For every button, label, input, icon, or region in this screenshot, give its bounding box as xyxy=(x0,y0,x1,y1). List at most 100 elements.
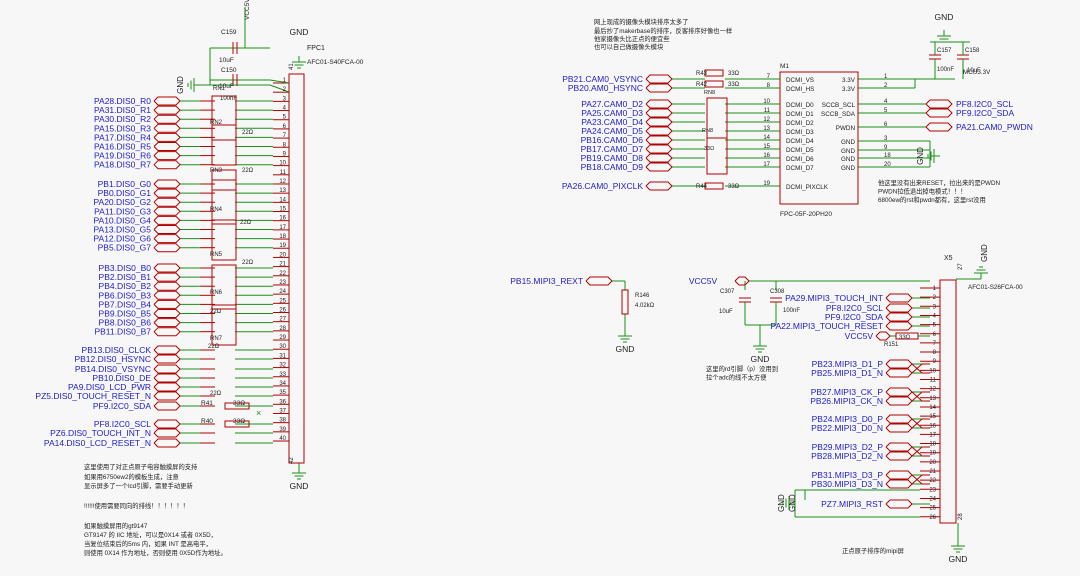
left-note-0: 这里使用了对正点原子电容触摸屏的支持 xyxy=(84,462,198,471)
fpc1-net-16: PB3.DIS0_B0 xyxy=(99,263,152,273)
fpc1-net-26: PB14.DIS0_VSYNC xyxy=(75,364,151,374)
camera-net-7-port xyxy=(645,144,673,154)
camera-net-3-port xyxy=(645,108,673,118)
x5-side-gnd-text2: GND xyxy=(788,494,797,512)
x5-pin-num: 24 xyxy=(929,496,936,502)
rn4-ref: RN4 xyxy=(210,207,223,213)
rn4-value: 22Ω xyxy=(240,220,252,226)
fpc1-net-31: PF8.I2C0_SCL xyxy=(94,419,151,429)
fpc1-pin-num: 14 xyxy=(279,197,286,203)
mipi-net-12: PB28.MIPI3_D2_N xyxy=(811,451,883,461)
c308-ref: C308 xyxy=(770,289,785,295)
rn8-ref: RN8 xyxy=(704,90,715,96)
camera-net-8-port xyxy=(645,153,673,163)
x5-pin-num: 23 xyxy=(929,487,936,493)
x5-pin-num: 2 xyxy=(933,295,937,301)
rn1-value: 100nF xyxy=(220,96,237,102)
rn3-value: 22Ω xyxy=(242,168,254,174)
left-note-1: 如果用6750ew2的模板生成，注意 xyxy=(84,472,179,481)
fpc1-net-0: PA28.DIS0_R0 xyxy=(94,96,151,106)
fpc1-net-13-port xyxy=(153,225,181,234)
fpc1-pin-num: 30 xyxy=(279,344,286,350)
fpc1-net-21: PB9.DIS0_B5 xyxy=(99,309,152,319)
camera-pwdn-port xyxy=(925,122,953,132)
camera-net-9-port xyxy=(645,162,673,172)
x5-top-gnd-text: GND xyxy=(980,244,989,262)
mipi-net-2-port xyxy=(885,312,913,322)
camera-pin-name: DCMI_D5 xyxy=(786,147,814,154)
mipi-vcc-port xyxy=(734,276,750,286)
fpc1-net-4: PA17.DIS0_R4 xyxy=(94,132,151,142)
fpc1-net-4-port xyxy=(153,132,181,142)
camera-scl: PF8.I2C0_SCL xyxy=(956,99,1013,109)
fpc1-net-6-port xyxy=(153,151,181,161)
fpc1-net-24-port xyxy=(153,345,181,355)
camera-pin-name: DCMI_PIXCLK xyxy=(786,184,829,191)
camera-right-pin-name: 3.3V xyxy=(842,77,856,84)
fpc1-net-12-port xyxy=(153,215,181,225)
r146-value: 4.02kΩ xyxy=(635,303,655,309)
fpc1-net-14: PA12.DIS0_G6 xyxy=(94,234,152,244)
fpc1-pin-num: 36 xyxy=(279,399,286,405)
x5-pin-num: 3 xyxy=(933,304,937,310)
fpc1-pin-top: 41 xyxy=(289,63,295,70)
r41-value: 33Ω xyxy=(233,400,245,407)
fpc1-net-32: PZ6.DIS0_TOUCH_INT_N xyxy=(50,428,151,438)
mipi-net-14: PB30.MIPI3_D3_N xyxy=(811,479,883,489)
diff-twist-b xyxy=(911,363,930,374)
camera-net-1-port xyxy=(645,83,673,93)
resistor-network-rn4 xyxy=(211,179,237,225)
fpc1-pin-num: 34 xyxy=(279,381,286,387)
resistor-network-rn2 xyxy=(211,124,237,166)
wire-layer xyxy=(180,8,988,553)
x5-ref: X5 xyxy=(944,255,953,262)
r44-value: 33Ω xyxy=(728,184,740,190)
fpc1-pin-num: 8 xyxy=(283,142,287,148)
fpc1-net-3-port xyxy=(153,123,181,133)
r146 xyxy=(621,289,629,315)
camera-sda-port xyxy=(925,108,953,118)
camera-net-3: PA25.CAM0_D3 xyxy=(581,108,643,118)
fpc1-pin-num: 39 xyxy=(279,427,286,433)
fpc1-net-20-port xyxy=(153,299,181,309)
fpc1-pin-num: 24 xyxy=(279,289,286,295)
x5-body xyxy=(939,279,957,524)
fpc1-net-24: PB13.DIS0_CLCK xyxy=(82,345,152,355)
fpc1-net-29-port xyxy=(153,391,181,401)
diff-twist-b xyxy=(911,446,930,457)
r43-ref: R43 xyxy=(696,71,708,77)
pin2-wire xyxy=(269,84,290,93)
camera-top-gnd-text: GND xyxy=(935,12,954,22)
camera-pin-num: 15 xyxy=(763,144,770,150)
fpc1-pin-num: 21 xyxy=(279,262,286,268)
fpc1-net-26-port xyxy=(153,364,181,374)
x5-pin-num: 5 xyxy=(933,323,937,329)
fpc1-net-9-port xyxy=(153,188,181,198)
fpc1-net-23: PB11.DIS0_B7 xyxy=(94,327,151,337)
fpc1-pin-num: 33 xyxy=(279,372,286,378)
r43-value: 33Ω xyxy=(728,71,740,77)
fpc1-net-10: PA20.DIS0_G2 xyxy=(94,197,152,207)
fpc1-net-18-port xyxy=(153,281,181,291)
r42 xyxy=(704,80,724,88)
camera-reset-note-2: 6800ew的rst和pwdn都有，这里rst没用 xyxy=(878,195,986,204)
fpc1-pin-num: 29 xyxy=(279,335,286,341)
camera-net-6-port xyxy=(645,135,673,145)
camera-right-pin-name: 3.3V xyxy=(842,86,856,93)
camera-scl-port xyxy=(925,99,953,109)
camera-right-pin-name: PWDN xyxy=(836,125,856,132)
fpc1-body xyxy=(288,73,305,464)
fpc1-net-27-port xyxy=(153,373,181,383)
mipi-net-8: PB26.MIPI3_CK_N xyxy=(810,396,883,406)
parts-layer xyxy=(153,69,957,524)
x5-pin-num: 19 xyxy=(929,451,936,457)
camera-pin-num: 8 xyxy=(767,83,771,89)
x5-pin-num: 1 xyxy=(933,286,937,292)
mipi-cap-gnd-text: GND xyxy=(751,354,770,364)
fpc1-ref: FPC1 xyxy=(307,45,325,52)
c150-ref: C150 xyxy=(221,67,237,74)
mipi-net-13: PB31.MIPI3_D3_P xyxy=(812,470,884,480)
camera-right-pin-name: GND xyxy=(841,156,855,163)
fpc1-pin-num: 6 xyxy=(283,124,287,130)
